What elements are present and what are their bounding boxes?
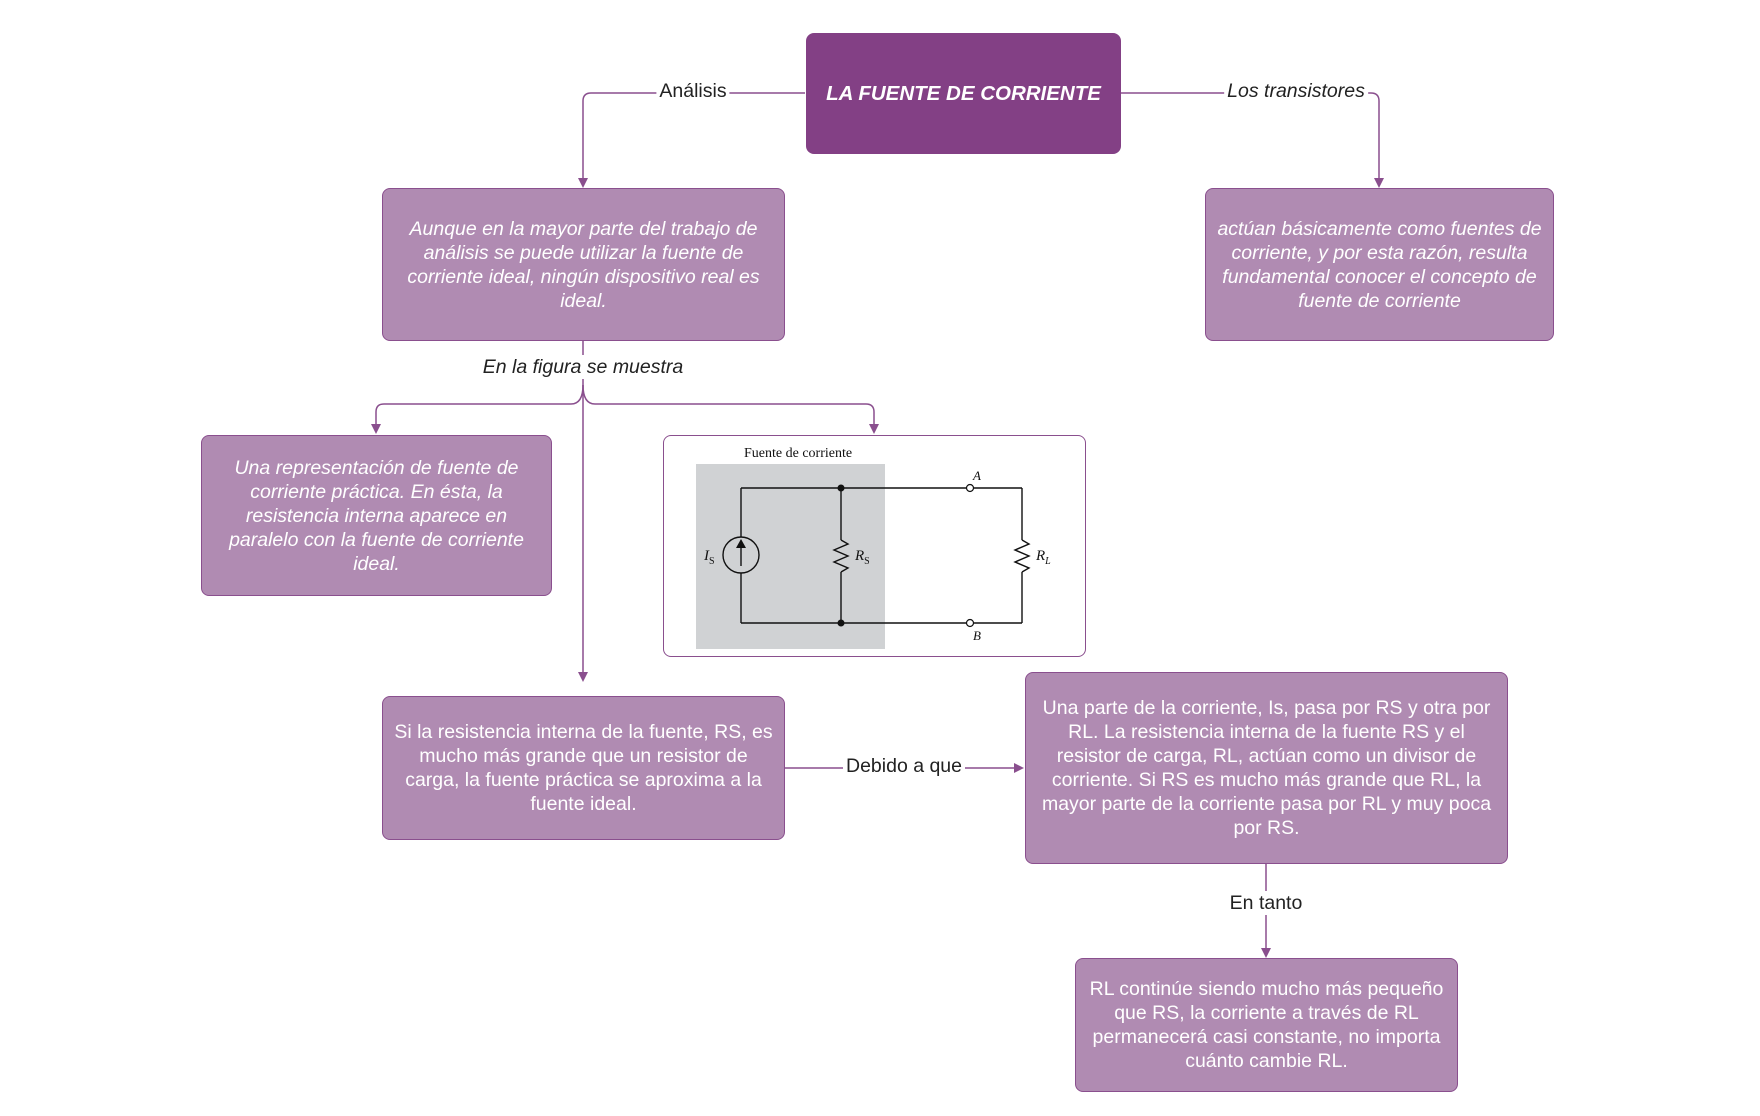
node-analisis-text: Aunque en la mayor parte del trabajo de … <box>407 217 760 312</box>
node-constante-text: RL continúe siendo mucho más pequeño que… <box>1089 978 1444 1072</box>
circuit-figure[interactable]: Fuente de corriente I <box>663 435 1086 657</box>
edge-figura-left <box>371 384 584 434</box>
node-dot-bottom <box>837 619 845 627</box>
resistor-rs-symbol <box>832 539 850 573</box>
edge-figura-right <box>582 384 879 434</box>
node-resistencia[interactable]: Si la resistencia interna de la fuente, … <box>382 696 785 840</box>
title-text: LA FUENTE DE CORRIENTE <box>826 81 1101 105</box>
edge-label-transistores: Los transistores <box>1224 79 1368 103</box>
edge-label-entanto: En tanto <box>1226 891 1306 915</box>
node-analisis[interactable]: Aunque en la mayor parte del trabajo de … <box>382 188 785 341</box>
resistor-rl-symbol <box>1013 539 1031 573</box>
source-shaded-region <box>696 464 885 649</box>
edge-transistores <box>1120 92 1384 188</box>
node-divisor-text: Una parte de la corriente, Is, pasa por … <box>1041 697 1492 839</box>
node-resistencia-text: Si la resistencia interna de la fuente, … <box>394 721 773 815</box>
title-node[interactable]: LA FUENTE DE CORRIENTE <box>806 33 1121 154</box>
label-a: A <box>972 468 981 483</box>
node-representacion[interactable]: Una representación de fuente de corrient… <box>201 435 552 596</box>
node-constante[interactable]: RL continúe siendo mucho más pequeño que… <box>1075 958 1458 1092</box>
node-divisor[interactable]: Una parte de la corriente, Is, pasa por … <box>1025 672 1508 864</box>
label-b: B <box>973 628 981 643</box>
edge-label-analisis: Análisis <box>656 79 730 103</box>
terminal-a <box>965 483 975 493</box>
edge-analisis <box>578 92 805 188</box>
terminal-b <box>965 618 975 628</box>
circuit-diagram: Fuente de corriente I <box>696 446 1051 649</box>
edge-label-figura: En la figura se muestra <box>479 355 687 379</box>
node-transistores[interactable]: actúan básicamente como fuentes de corri… <box>1205 188 1554 341</box>
node-dot-top <box>837 484 845 492</box>
node-transistores-text: actúan básicamente como fuentes de corri… <box>1217 217 1542 312</box>
label-is: IS <box>703 548 715 567</box>
label-rl: RL <box>1035 548 1051 567</box>
label-rs: RS <box>854 548 870 567</box>
node-representacion-text: Una representación de fuente de corrient… <box>229 456 524 575</box>
edge-label-debido: Debido a que <box>842 754 966 778</box>
current-source-symbol <box>722 536 760 574</box>
figure-caption: Fuente de corriente <box>744 446 852 461</box>
